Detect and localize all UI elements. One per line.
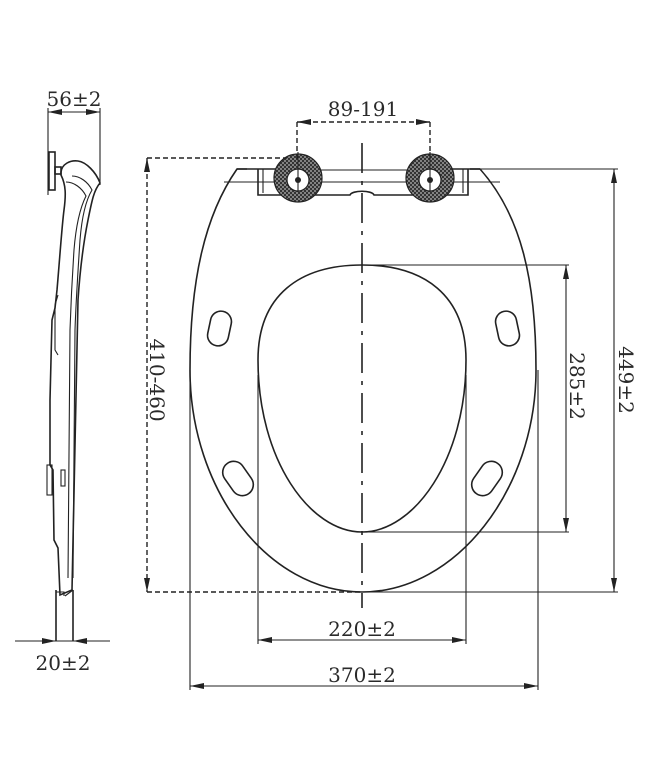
dimension-top-depth: 56±2 (47, 87, 102, 195)
right-hinge-knob (405, 152, 455, 203)
thickness-label: 20±2 (36, 651, 91, 675)
side-view: 56±2 20±2 (15, 87, 110, 675)
dimension-seat-length: 449±2 (362, 168, 638, 593)
seat-side-profile (49, 160, 101, 597)
bumper-slot-top-left (206, 310, 233, 347)
total-length-label: 410-460 (145, 338, 169, 421)
top-depth-label: 56±2 (47, 87, 102, 111)
bumper-slot-top-right (494, 310, 521, 347)
hinge-spacing-label: 89-191 (328, 97, 398, 121)
dimension-thickness: 20±2 (15, 638, 110, 675)
seat-length-label: 449±2 (614, 346, 638, 414)
dimension-opening-length: 285±2 (362, 264, 589, 533)
opening-length-label: 285±2 (565, 352, 589, 420)
hinge-plate (48, 151, 56, 191)
opening-width-label: 220±2 (328, 617, 396, 641)
left-hinge-knob (273, 152, 323, 203)
seat-outer-outline (189, 168, 537, 593)
hinge-bracket (257, 169, 469, 196)
dimension-total-length: 410-460 (144, 157, 362, 593)
bumper-slot-bottom-right (470, 460, 504, 497)
front-view: 89-191 410-460 449±2 (144, 97, 638, 690)
dimension-hinge-spacing: 89-191 (296, 97, 431, 160)
dimension-opening-width: 220±2 (257, 375, 467, 644)
seat-width-label: 370±2 (328, 663, 396, 687)
bumper-slot-bottom-left (221, 460, 255, 497)
dimension-seat-width: 370±2 (189, 370, 539, 690)
